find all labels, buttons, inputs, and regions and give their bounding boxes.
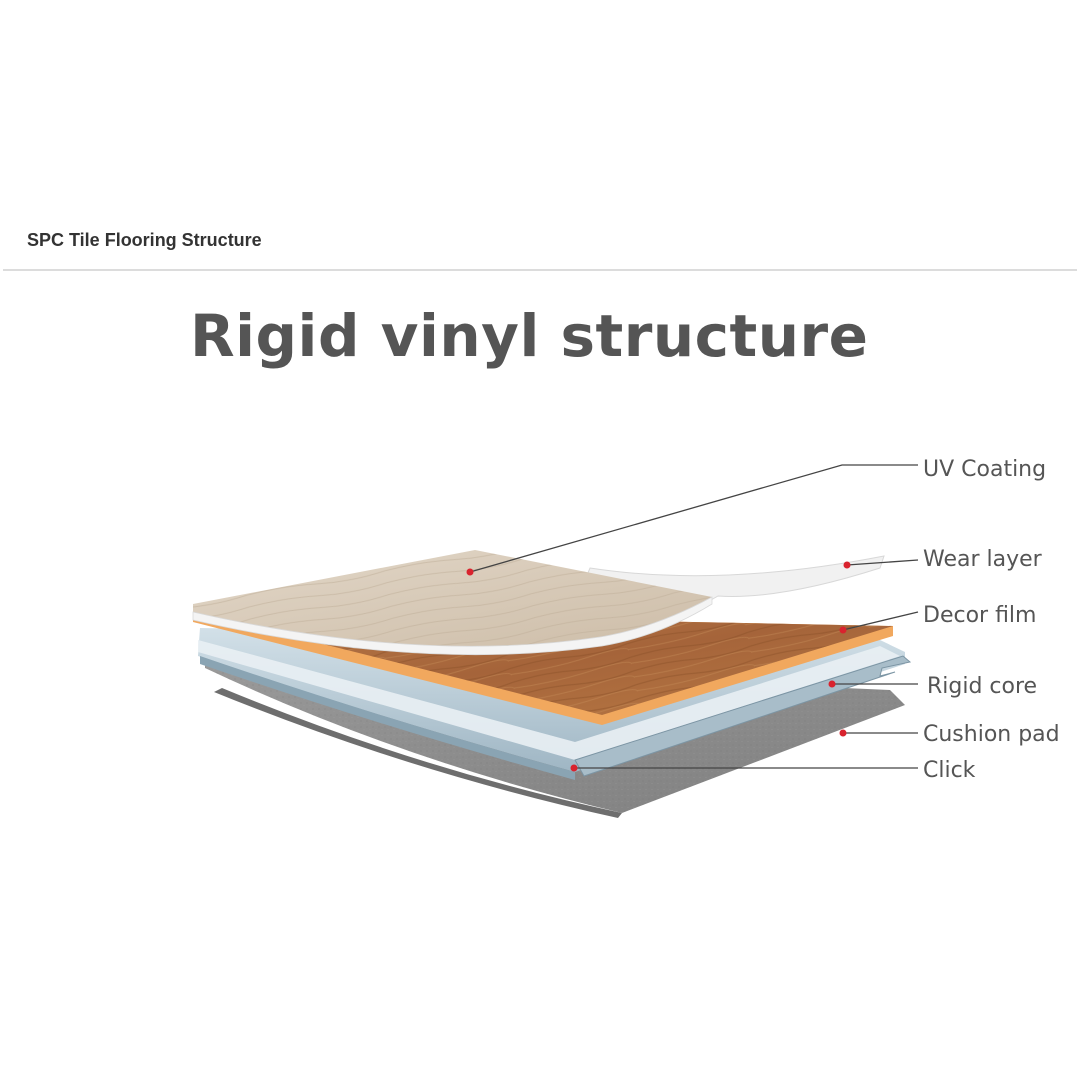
diagram-title: Rigid vinyl structure [190,302,869,370]
uv-coating-sheet [192,550,713,656]
marker-cushion-pad [839,729,847,737]
label-wear-layer: Wear layer [923,547,1043,572]
marker-uv-coating [466,568,474,576]
section-header-title: SPC Tile Flooring Structure [27,230,262,250]
marker-dots [466,561,851,772]
marker-rigid-core [828,680,836,688]
marker-wear-layer [843,561,851,569]
leader-line-decor-film [842,611,919,631]
header-divider [3,269,1077,271]
leader-line-wear-layer [846,559,919,566]
marker-decor-film [839,626,847,634]
label-decor-film: Decor film [923,603,1036,628]
marker-click [570,764,578,772]
label-rigid-core: Rigid core [927,674,1037,699]
label-click: Click [923,758,976,783]
leader-lines [469,464,919,769]
label-cushion-pad: Cushion pad [923,722,1060,747]
label-uv-coating: UV Coating [923,457,1046,482]
leader-line-uv-coating [469,464,918,573]
